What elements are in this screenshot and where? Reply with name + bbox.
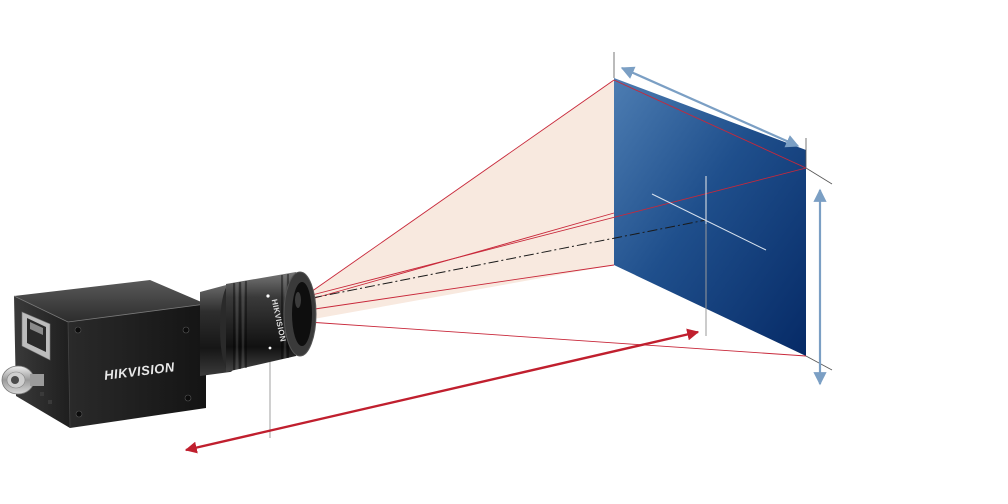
screw-icon bbox=[184, 394, 192, 402]
screw-icon bbox=[74, 326, 82, 334]
focus-marker bbox=[266, 294, 270, 298]
aperture-marker bbox=[268, 346, 272, 350]
fov-edge-lines bbox=[307, 79, 807, 357]
bnc-connector-icon bbox=[1, 365, 44, 395]
screw-icon bbox=[182, 326, 190, 334]
height-extension-line-top bbox=[805, 167, 833, 185]
lens-barrel bbox=[226, 272, 296, 372]
target-plane bbox=[614, 78, 806, 356]
camera-body-top bbox=[14, 280, 206, 322]
screw-icon bbox=[75, 410, 83, 418]
industrial-camera: HIKVISION bbox=[1, 280, 207, 429]
width-dimension-arrow bbox=[620, 66, 800, 148]
camera-lens: HIKVISION bbox=[200, 271, 317, 376]
optical-axis bbox=[311, 219, 707, 299]
ethernet-port-icon bbox=[21, 311, 51, 361]
target-crosshair bbox=[651, 193, 767, 251]
camera-body-front bbox=[68, 304, 206, 428]
working-distance-arrow bbox=[184, 328, 700, 454]
status-led bbox=[48, 400, 52, 404]
status-led bbox=[40, 392, 44, 396]
